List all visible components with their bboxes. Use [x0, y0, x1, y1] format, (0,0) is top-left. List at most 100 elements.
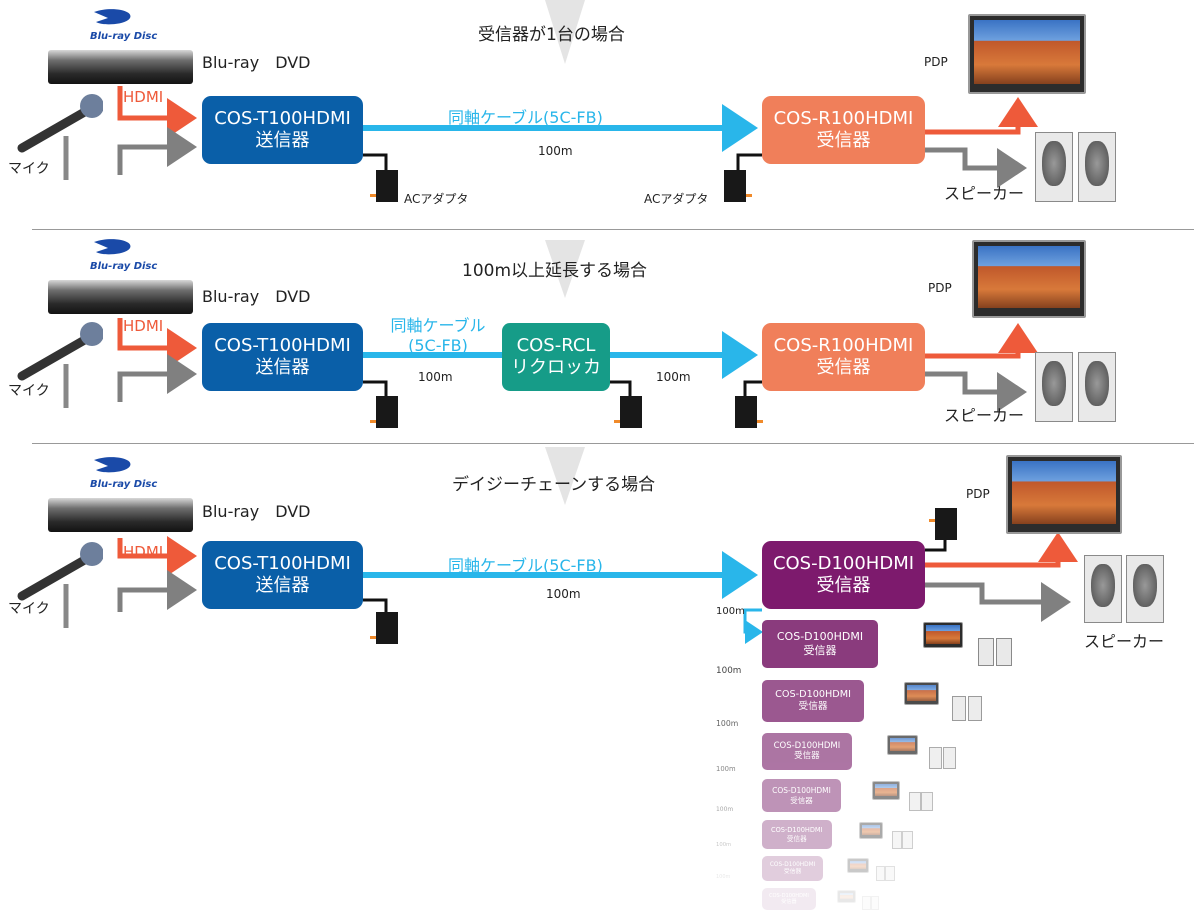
player-label: Blu-ray DVD [202, 502, 311, 521]
chain-distance-label: 100m [716, 666, 742, 676]
ac-adapter-reclocker [614, 396, 642, 428]
ac-adapter-receiver [735, 396, 763, 428]
bluray-logo-text: Blu-ray Disc [90, 479, 158, 490]
bluray-disc-icon [94, 9, 131, 25]
speaker-label: スピーカー [1084, 632, 1165, 651]
s2-sender-power-cord [363, 380, 388, 396]
chain-pdp-display [858, 822, 884, 839]
coax-cable-label: 同軸ケーブル(5C-FB) [448, 108, 603, 127]
chain-receiver-type: 受信器 [786, 834, 807, 843]
chain-distance-label: 100m [716, 842, 732, 849]
coax-cable-label-line1: 同軸ケーブル [390, 316, 486, 335]
bluray-disc-icon [94, 457, 131, 473]
receiver-box: COS-R100HDMI 受信器 [762, 96, 925, 164]
pdp-display [968, 14, 1086, 94]
chain-pdp-display [836, 889, 857, 903]
s1-pdp-arrow [925, 97, 1038, 135]
chain-receiver-model: COS-D100HDMI [776, 630, 864, 644]
chain-speaker [875, 865, 886, 882]
sender-type: 送信器 [255, 130, 310, 151]
hdmi-label: HDMI [123, 88, 164, 106]
reclocker-box: COS-RCL リクロッカ [502, 323, 610, 391]
ac-adapter-receiver [929, 508, 957, 540]
distance-label-1: 100m [418, 370, 453, 384]
ac-adapter-sender [370, 396, 398, 428]
speaker-right [1078, 352, 1116, 422]
distance-label-2: 100m [656, 370, 691, 384]
section-2-title: 100m以上延長する場合 [462, 261, 648, 281]
coax-cable-label: 同軸ケーブル(5C-FB) [448, 556, 603, 575]
player-label: Blu-ray DVD [202, 53, 311, 72]
bluray-player [48, 280, 193, 314]
chain-receiver-type: 受信器 [790, 795, 813, 805]
chain-distance-label: 100m [716, 765, 736, 774]
reclocker-type: リクロッカ [511, 357, 601, 378]
bluray-player [48, 498, 193, 532]
s1-hdmi-arrow [117, 86, 197, 138]
mic-label: マイク [8, 383, 50, 399]
section-3-wedge [545, 447, 585, 505]
s3-receiver-power-cord [925, 538, 947, 552]
pdp-label: PDP [924, 55, 948, 69]
s2-receiver-power-cord [743, 380, 762, 396]
receiver-type: 受信器 [816, 130, 871, 151]
mic-label: マイク [8, 601, 50, 617]
chain-speaker [862, 896, 871, 910]
bluray-player [48, 50, 193, 84]
reclocker-model: COS-RCL [516, 334, 596, 356]
chain-distance-label: 100m [716, 718, 739, 728]
sender-box: COS-T100HDMI 送信器 [202, 541, 363, 609]
chain-speaker [996, 638, 1012, 666]
receiver-model: COS-R100HDMI [773, 334, 914, 356]
chain-speaker [929, 746, 943, 769]
chain-receiver-model: COS-D100HDMI [769, 861, 816, 868]
s2-pdp-arrow [925, 323, 1038, 359]
chain-speaker [902, 830, 913, 849]
pdp-display [972, 240, 1086, 318]
ac-adapter-sender [370, 612, 398, 644]
hdmi-label: HDMI [123, 543, 164, 561]
chain-receiver-type: 受信器 [783, 868, 802, 875]
speaker-right [1126, 555, 1164, 623]
chain-speaker [870, 896, 880, 910]
chain-receiver-type: 受信器 [803, 644, 837, 657]
pdp-label: PDP [928, 281, 952, 295]
s1-sender-power-cord [363, 153, 388, 170]
hdmi-label: HDMI [123, 317, 164, 335]
chain-distance-label: 100m [716, 873, 731, 880]
chain-speaker [967, 695, 983, 721]
chain-pdp-display [886, 734, 919, 756]
sender-type: 送信器 [255, 357, 310, 378]
section-divider-1 [32, 229, 1194, 230]
chain-pdp-display [923, 622, 963, 648]
chain-speaker [921, 791, 933, 812]
daisy-receiver-box: COS-D100HDMI 受信器 [762, 541, 925, 609]
s3-hdmi-arrow [117, 536, 197, 576]
receiver-model: COS-R100HDMI [773, 107, 914, 129]
sender-type: 送信器 [255, 575, 310, 596]
coax-cable-label-line2: (5C-FB) [408, 336, 468, 355]
section-2-wedge [545, 240, 585, 298]
chain-receiver-model: COS-D100HDMI [772, 786, 831, 796]
microphone-icon [17, 322, 103, 408]
s2-hdmi-arrow [117, 318, 197, 368]
coax-cable-label: 同軸ケーブル (5C-FB) [378, 312, 498, 355]
microphone-icon [17, 542, 103, 628]
bluray-logo-3: Blu-ray Disc [90, 456, 157, 490]
speaker-left [1084, 555, 1122, 623]
section-1-title: 受信器が1台の場合 [478, 25, 625, 45]
chain-receiver-type: 受信器 [798, 701, 828, 713]
speaker-left [1035, 352, 1073, 422]
receiver-model: COS-D100HDMI [772, 552, 915, 574]
s3-chain-feed-1 [743, 608, 763, 644]
receiver-type: 受信器 [816, 357, 871, 378]
bluray-logo-text: Blu-ray Disc [90, 31, 158, 42]
chain-receiver-type: 受信器 [781, 898, 797, 905]
s3-pdp-arrow [925, 532, 1078, 568]
section-1-wedge [545, 0, 585, 64]
chain-speaker [885, 865, 895, 882]
s2-speaker-arrow [925, 371, 1027, 412]
